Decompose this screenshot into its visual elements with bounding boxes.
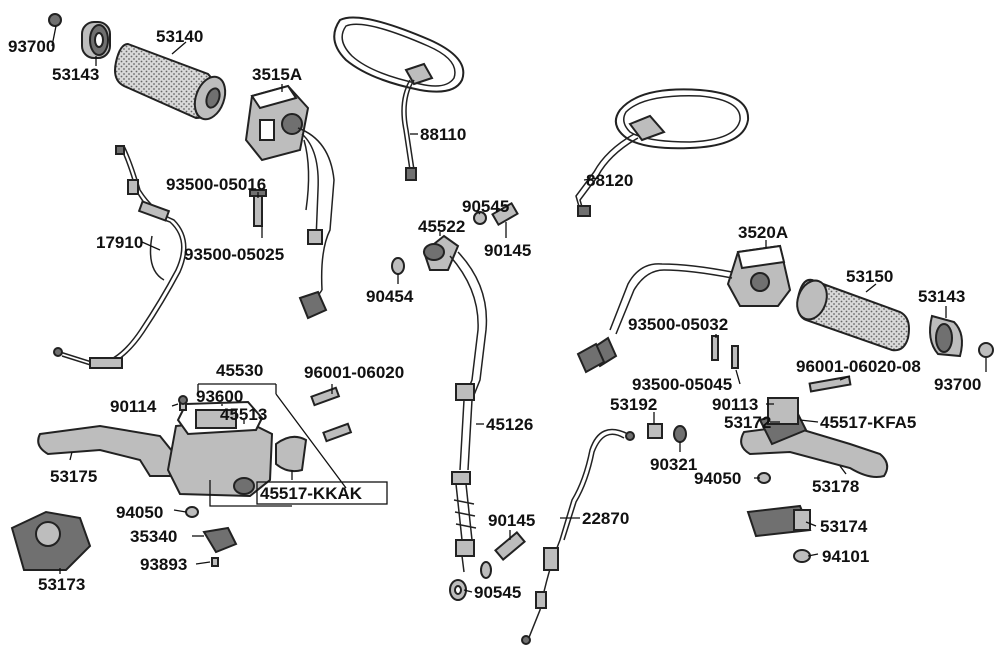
part-label-53143-left: 53143: [52, 65, 99, 84]
washer-90545-bottom: [449, 561, 492, 601]
leader-94050a: [173, 509, 187, 513]
part-label-93500-05045: 93500-05045: [632, 375, 732, 394]
part-label-88120: 88120: [586, 171, 633, 190]
part-label-45126: 45126: [486, 415, 533, 434]
part-label-53192: 53192: [610, 395, 657, 414]
part-label-53172: 53172: [724, 413, 771, 432]
leader-93700a: [51, 25, 57, 47]
part-label-35340: 35340: [130, 527, 177, 546]
part-label-90114: 90114: [110, 397, 157, 416]
part-label-90113: 90113: [712, 395, 758, 414]
lever-53178-right: [740, 397, 889, 478]
grip-end-53143-left: [81, 21, 111, 59]
part-label-93500-05016: 93500-05016: [166, 175, 266, 194]
screw-90114: [178, 395, 188, 411]
bolts-96001-06020: [310, 386, 353, 443]
washer-90454: [391, 257, 405, 275]
leader-90545b: [463, 589, 473, 593]
part-label-94101: 94101: [822, 547, 869, 566]
part-label-93600: 93600: [196, 387, 243, 406]
part-label-53174: 53174: [820, 517, 868, 536]
part-label-88110: 88110: [420, 125, 466, 144]
master-cylinder-45530: [166, 400, 274, 498]
part-label-93893: 93893: [140, 555, 187, 574]
switch-35340: [202, 526, 238, 554]
part-label-90145-bottom: 90145: [488, 511, 535, 530]
part-label-53175: 53175: [50, 467, 97, 486]
part-label-53178: 53178: [812, 477, 859, 496]
part-label-45530: 45530: [216, 361, 263, 380]
leader-90545a: [477, 211, 481, 215]
part-label-96001-06020: 96001-06020: [304, 363, 404, 382]
part-label-90454: 90454: [366, 287, 414, 306]
leader-45517-kkak: [209, 470, 293, 507]
part-label-3520A: 3520A: [738, 223, 788, 242]
label-frame-45517-kkak: [256, 481, 388, 505]
leader-93893: [195, 561, 211, 565]
nut-90545-top: [473, 211, 487, 225]
part-label-94050-left: 94050: [116, 503, 163, 522]
part-label-45522: 45522: [418, 217, 465, 236]
part-label-90145-top: 90145: [484, 241, 531, 260]
leader-53178: [839, 465, 847, 475]
mirror-88110: [333, 16, 465, 181]
part-label-93700-right: 93700: [934, 375, 981, 394]
leader-17910: [141, 241, 161, 251]
bolt-90145-top: [491, 201, 519, 227]
leader-93500-05045: [735, 369, 741, 385]
part-label-90545-top: 90545: [462, 197, 509, 216]
part-label-90321: 90321: [650, 455, 697, 474]
part-label-53150: 53150: [846, 267, 893, 286]
grip-53150-right: [796, 278, 910, 352]
bolt-90145-bottom: [494, 530, 526, 562]
grip-53140-left: [114, 42, 227, 121]
leader-53175: [69, 451, 73, 461]
part-label-93700-left: 93700: [8, 37, 55, 56]
part-label-17910: 17910: [96, 233, 143, 252]
leader-88120: [583, 177, 599, 181]
screw-93893: [211, 557, 219, 567]
part-label-53173: 53173: [38, 575, 85, 594]
part-label-53143-right: 53143: [918, 287, 965, 306]
leader-53150: [865, 283, 877, 293]
switch-3515A-left: [244, 84, 335, 320]
cable-22870: [521, 428, 635, 645]
leader-45517-kfa5: [799, 419, 819, 423]
switch-3520A-right: [576, 244, 792, 374]
part-label-93500-05032: 93500-05032: [628, 315, 728, 334]
part-label-45513: 45513: [220, 405, 267, 424]
leader-53174: [805, 521, 817, 527]
part-label-45517-kkak: 45517-KKAK: [260, 484, 363, 503]
screw-93700-left: [48, 13, 62, 27]
switch-53174: [746, 504, 812, 538]
part-label-93500-05025: 93500-05025: [184, 245, 284, 264]
part-label-22870: 22870: [582, 509, 629, 528]
part-label-94050-right: 94050: [694, 469, 741, 488]
leader-96001-06020-08: [839, 375, 851, 381]
bolt-53192: [647, 423, 687, 443]
nut-94050-left: [185, 506, 199, 518]
screw-93700-right: [978, 342, 994, 358]
part-label-96001-06020-08: 96001-06020-08: [796, 357, 921, 376]
nut-94101: [793, 549, 811, 563]
mirror-88120: [575, 88, 750, 217]
leader-94101: [807, 553, 819, 557]
cable-17910: [53, 145, 187, 369]
part-label-45517-kfa5: 45517-KFA5: [820, 413, 916, 432]
leader-90114: [171, 403, 179, 407]
leader-53140: [171, 41, 187, 55]
part-label-53140: 53140: [156, 27, 203, 46]
part-label-3515A: 3515A: [252, 65, 302, 84]
part-label-90545-bottom: 90545: [474, 583, 521, 602]
banjo-45522: [422, 234, 460, 271]
screws-93500-05032-05045: [711, 335, 739, 369]
clamp-45517-kkak: [275, 435, 308, 473]
grip-end-53143-right: [929, 314, 963, 358]
cover-53173: [10, 510, 92, 571]
brake-hose-45126: [449, 251, 488, 573]
leader-45530: [197, 383, 347, 489]
